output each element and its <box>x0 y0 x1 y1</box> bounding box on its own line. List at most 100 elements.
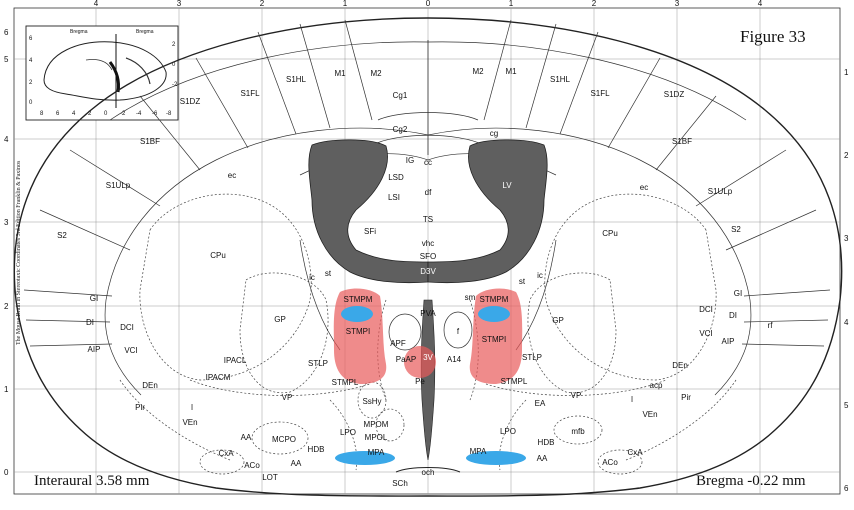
region-label: VEn <box>182 418 197 427</box>
region-label: M2 <box>472 67 484 76</box>
region-label: DEn <box>672 361 688 370</box>
region-label: VCI <box>699 329 712 338</box>
region-label: APF <box>390 339 406 348</box>
top-tick: 2 <box>260 0 265 8</box>
region-label: IPACL <box>224 356 247 365</box>
region-label: ec <box>228 171 236 180</box>
region-label: STMPL <box>501 377 528 386</box>
top-tick: 3 <box>177 0 182 8</box>
region-label: LOT <box>262 473 278 482</box>
region-label: DCI <box>699 305 713 314</box>
region-label: AA <box>537 454 548 463</box>
region-label: STLP <box>522 353 542 362</box>
left-tick: 2 <box>4 302 9 311</box>
region-label: STMPI <box>482 335 506 344</box>
region-label: acp <box>650 381 663 390</box>
figure-title: Figure 33 <box>740 27 806 46</box>
interaural-label: Interaural 3.58 mm <box>34 473 150 489</box>
region-label: GI <box>90 294 98 303</box>
region-label: Pe <box>415 377 425 386</box>
region-label: TS <box>423 215 433 224</box>
region-label: S1BF <box>140 137 160 146</box>
region-label: Pir <box>681 393 691 402</box>
region-label: SFi <box>364 227 376 236</box>
region-label: MPA <box>470 447 487 456</box>
region-label: cg <box>490 129 498 138</box>
stmpm-blue-right <box>478 306 510 322</box>
region-label: LPO <box>500 427 516 436</box>
region-label: HDB <box>538 438 555 447</box>
region-label: S2 <box>57 231 67 240</box>
region-label: df <box>425 188 432 197</box>
right-tick: 4 <box>844 318 849 327</box>
region-label: AA <box>291 459 302 468</box>
region-label: STMPM <box>480 295 509 304</box>
region-label: IPACM <box>206 373 231 382</box>
region-label: PaAP <box>396 355 416 364</box>
region-label: VP <box>571 391 582 400</box>
region-label: SFO <box>420 252 436 261</box>
region-label: st <box>519 277 526 286</box>
stmpm-blue-left <box>341 306 373 322</box>
region-label: cc <box>424 158 432 167</box>
inset-bregma-label: Bregma <box>136 29 154 35</box>
mpa-blue-left <box>335 451 395 465</box>
region-label: ic <box>537 271 543 280</box>
right-axis-labels: 1 2 3 4 5 6 <box>844 68 849 493</box>
region-label: S1BF <box>672 137 692 146</box>
region-label: PVA <box>420 309 436 318</box>
region-label: S1HL <box>286 75 307 84</box>
region-label: M1 <box>334 69 346 78</box>
region-label: MPA <box>368 448 385 457</box>
region-label: f <box>457 327 460 336</box>
region-label: S1ULp <box>106 181 131 190</box>
region-label: D3V <box>420 267 436 276</box>
region-label: S1DZ <box>180 97 201 106</box>
region-label: DCI <box>120 323 134 332</box>
lateral-ventricle-right <box>428 140 547 283</box>
region-label: AA <box>241 433 252 442</box>
top-axis-labels: 4 3 2 1 0 1 2 3 4 <box>94 0 763 8</box>
top-tick: 3 <box>675 0 680 8</box>
region-label: CxA <box>218 449 234 458</box>
region-label: mfb <box>571 427 585 436</box>
region-label: S2 <box>731 225 741 234</box>
top-tick: 1 <box>343 0 348 8</box>
region-label: EA <box>535 399 546 408</box>
region-label: M1 <box>505 67 517 76</box>
region-label: ACo <box>244 461 260 470</box>
top-tick: 2 <box>592 0 597 8</box>
region-label: STMPL <box>332 378 359 387</box>
region-label: VEn <box>642 410 657 419</box>
region-label: Pir <box>135 403 145 412</box>
region-label: IG <box>406 156 414 165</box>
inset-sagittal-map: 8 6 4 2 0 -2 -4 -6 -8 6 4 2 0 2 0 -2 Bre… <box>26 26 178 120</box>
region-label: VCI <box>124 346 137 355</box>
region-label: MPOM <box>364 420 389 429</box>
right-tick: 6 <box>844 484 849 493</box>
region-label: A14 <box>447 355 462 364</box>
region-label: vhc <box>422 239 434 248</box>
region-label: l <box>191 403 193 412</box>
region-label: S1DZ <box>664 90 685 99</box>
left-tick: 3 <box>4 218 9 227</box>
region-label: DEn <box>142 381 158 390</box>
top-tick: 0 <box>426 0 431 8</box>
top-tick: 4 <box>758 0 763 8</box>
region-label: STMPM <box>344 295 373 304</box>
region-label: LPO <box>340 428 356 437</box>
region-label: MPOL <box>365 433 388 442</box>
region-label: AIP <box>88 345 101 354</box>
left-tick: 6 <box>4 28 9 37</box>
region-label: SCh <box>392 479 408 488</box>
inset-bregma-label: Bregma <box>70 29 88 35</box>
region-label: ec <box>640 183 648 192</box>
region-label: GP <box>274 315 286 324</box>
region-label: VP <box>282 393 293 402</box>
region-label: ACo <box>602 458 618 467</box>
region-label: CPu <box>210 251 226 260</box>
right-tick: 5 <box>844 401 849 410</box>
region-label: AIP <box>722 337 735 346</box>
bregma-label: Bregma -0.22 mm <box>696 473 806 489</box>
